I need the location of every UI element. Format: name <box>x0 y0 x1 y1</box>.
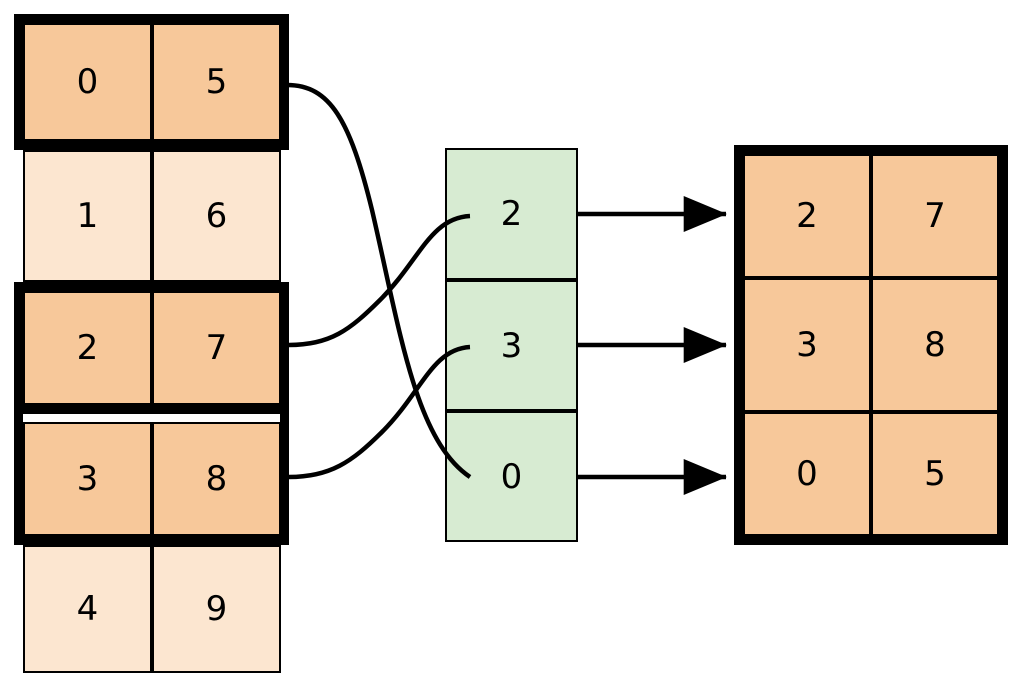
index-cell-2[interactable]: 0 <box>445 411 578 542</box>
source-cell-r0c1[interactable]: 5 <box>152 23 281 141</box>
source-cell-r2c0[interactable]: 2 <box>23 291 152 405</box>
curve-row2-to-index-cell-2 <box>288 213 471 348</box>
source-cell-r4c0[interactable]: 4 <box>23 545 152 673</box>
curve-row0-to-index-cell-0 <box>286 82 472 479</box>
result-cell-r2c1[interactable]: 5 <box>871 412 999 536</box>
result-cell-r0c0[interactable]: 2 <box>743 154 871 278</box>
source-cell-r1c0[interactable]: 1 <box>23 150 152 282</box>
source-rows-2-3-divider <box>14 405 289 414</box>
index-cell-0[interactable]: 2 <box>445 148 578 280</box>
source-cell-r3c1[interactable]: 8 <box>152 422 281 536</box>
index-cell-1[interactable]: 3 <box>445 280 578 411</box>
source-cell-r2c1[interactable]: 7 <box>152 291 281 405</box>
source-cell-r4c1[interactable]: 9 <box>152 545 281 673</box>
curve-row3-to-index-cell-3 <box>288 344 471 480</box>
source-cell-r3c0[interactable]: 3 <box>23 422 152 536</box>
result-cell-r0c1[interactable]: 7 <box>871 154 999 278</box>
result-cell-r1c0[interactable]: 3 <box>743 278 871 412</box>
result-cell-r1c1[interactable]: 8 <box>871 278 999 412</box>
source-cell-r1c1[interactable]: 6 <box>152 150 281 282</box>
result-cell-r2c0[interactable]: 0 <box>743 412 871 536</box>
source-cell-r0c0[interactable]: 0 <box>23 23 152 141</box>
